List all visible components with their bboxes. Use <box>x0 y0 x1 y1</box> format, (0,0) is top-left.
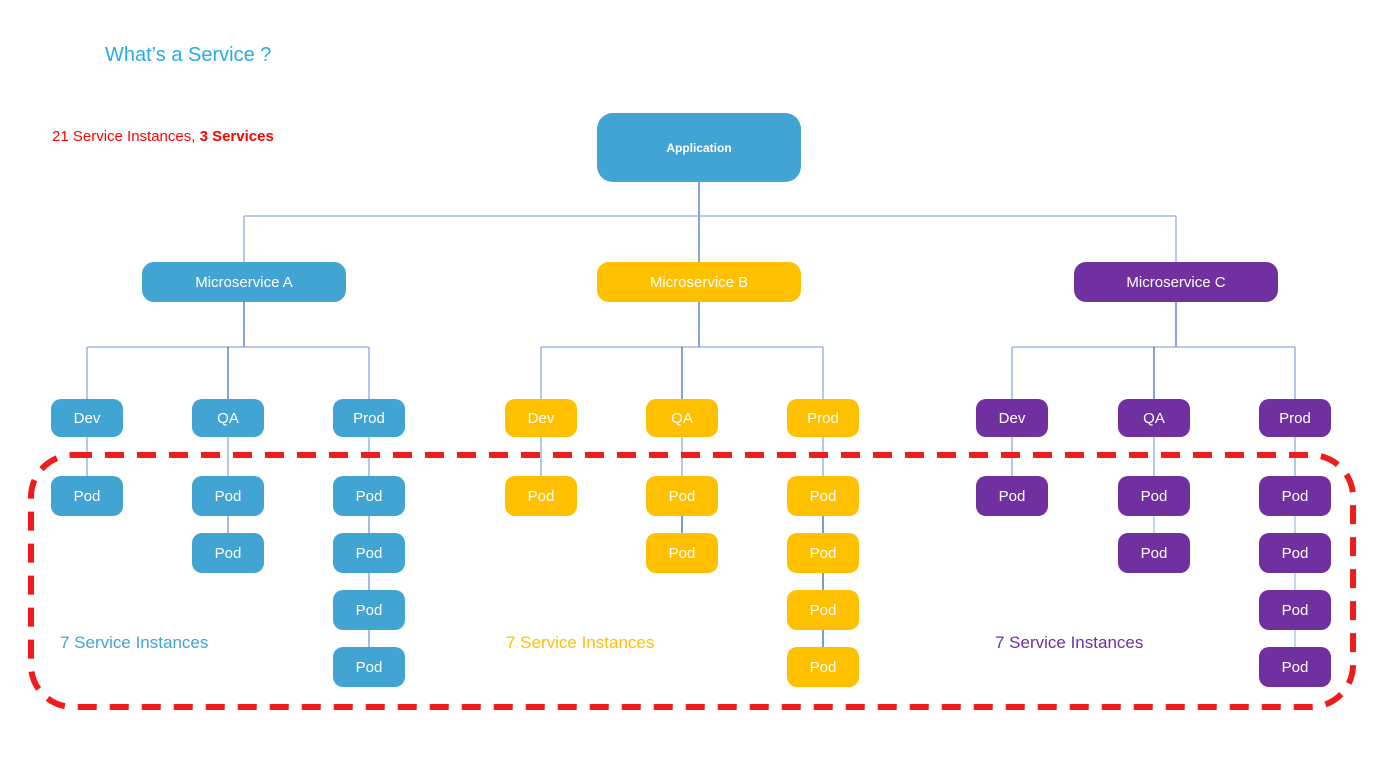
pod-node: Pod <box>646 533 718 573</box>
env-node-prod: Prod <box>787 399 859 437</box>
summary-text-regular: 21 Service Instances, <box>52 128 200 145</box>
env-node-prod: Prod <box>1259 399 1331 437</box>
pod-node: Pod <box>646 476 718 516</box>
pod-node: Pod <box>1118 533 1190 573</box>
env-node-prod: Prod <box>333 399 405 437</box>
pod-node: Pod <box>1259 476 1331 516</box>
env-node-dev: Dev <box>976 399 1048 437</box>
pod-node: Pod <box>1259 590 1331 630</box>
env-node-qa: QA <box>192 399 264 437</box>
env-node-qa: QA <box>1118 399 1190 437</box>
pod-node: Pod <box>1259 533 1331 573</box>
env-node-dev: Dev <box>51 399 123 437</box>
application-node: Application <box>597 113 801 182</box>
service-instances-label: 7 Service Instances <box>60 633 209 652</box>
summary-text: 21 Service Instances, 3 Services <box>52 128 274 145</box>
pod-node: Pod <box>505 476 577 516</box>
microservice-node: Microservice B <box>597 262 801 302</box>
pod-node: Pod <box>787 533 859 573</box>
summary-text-bold: 3 Services <box>199 128 274 145</box>
pod-node: Pod <box>787 590 859 630</box>
pod-node: Pod <box>333 476 405 516</box>
pod-node: Pod <box>787 476 859 516</box>
pod-node: Pod <box>976 476 1048 516</box>
microservice-node: Microservice A <box>142 262 346 302</box>
pod-node: Pod <box>1118 476 1190 516</box>
pod-node: Pod <box>333 590 405 630</box>
env-node-qa: QA <box>646 399 718 437</box>
pod-node: Pod <box>192 533 264 573</box>
pod-node: Pod <box>333 647 405 687</box>
diagram-title: What’s a Service ? <box>105 44 272 66</box>
pod-node: Pod <box>1259 647 1331 687</box>
pod-node: Pod <box>333 533 405 573</box>
service-instances-label: 7 Service Instances <box>506 633 655 652</box>
pod-node: Pod <box>787 647 859 687</box>
pod-node: Pod <box>51 476 123 516</box>
microservice-node: Microservice C <box>1074 262 1278 302</box>
service-instances-label: 7 Service Instances <box>995 633 1144 652</box>
pod-node: Pod <box>192 476 264 516</box>
env-node-dev: Dev <box>505 399 577 437</box>
